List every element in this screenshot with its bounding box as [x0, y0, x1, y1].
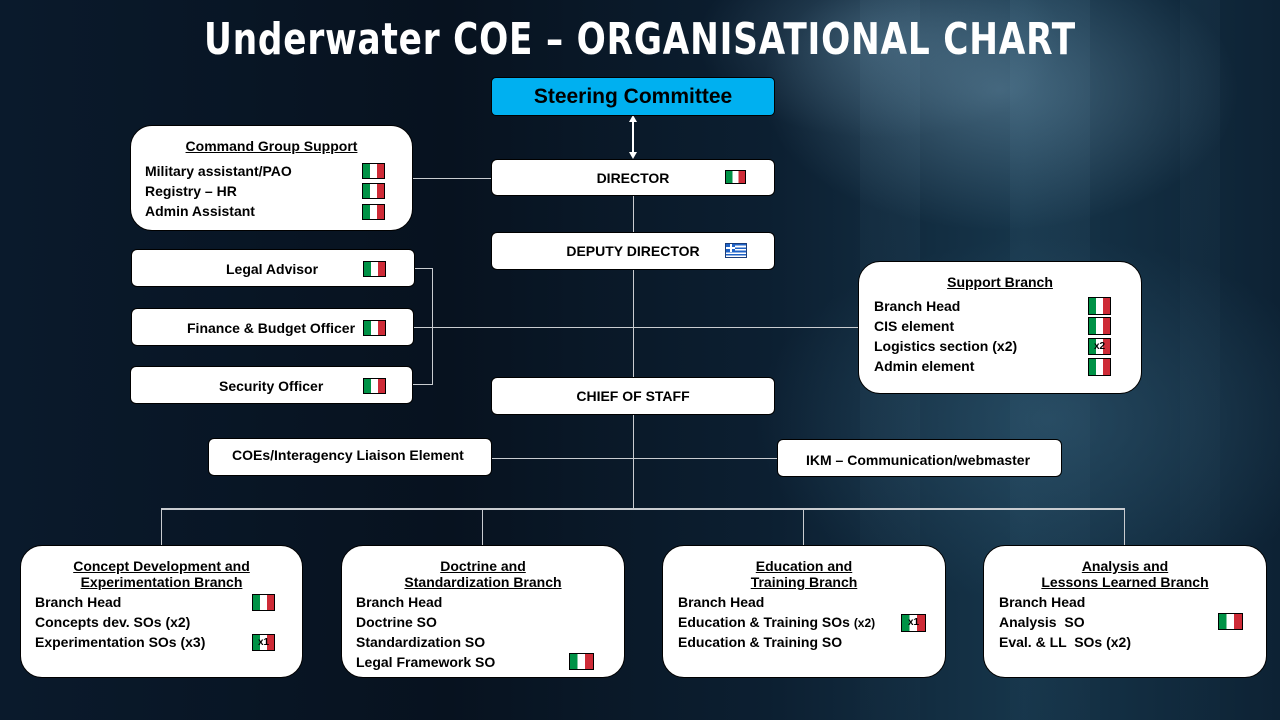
connector-branch-drop — [482, 508, 483, 546]
command-group-support-box[interactable]: Command Group Support Military assistant… — [130, 125, 413, 231]
italy-flag-icon — [362, 163, 385, 179]
deputy-director-box[interactable]: DEPUTY DIRECTOR — [491, 232, 775, 270]
education-training-branch-box[interactable]: Education and Training Branch Branch Hea… — [662, 545, 946, 678]
branch-heading-line2: Lessons Learned Branch — [1041, 574, 1209, 590]
italy-flag-icon — [363, 378, 386, 394]
italy-flag-icon — [569, 653, 594, 670]
connector-branch-drop — [1124, 508, 1125, 546]
connector-cgs-director — [412, 178, 492, 179]
connector-branch-bus — [161, 508, 1125, 510]
steering-committee-box[interactable]: Steering Committee — [491, 77, 775, 116]
italy-flag-icon: x1 — [901, 614, 926, 632]
ikm-box[interactable]: IKM – Communication/webmaster — [777, 439, 1062, 477]
italy-flag-icon — [252, 594, 275, 611]
italy-flag-icon — [1088, 317, 1111, 335]
italy-flag-icon — [363, 320, 386, 336]
support-branch-item: Branch Head — [874, 298, 961, 314]
support-branch-item: CIS element — [874, 318, 955, 334]
branch-heading-line2: Experimentation Branch — [80, 574, 243, 590]
chief-of-staff-label: CHIEF OF STAFF — [576, 388, 690, 404]
italy-flag-icon — [1088, 297, 1111, 315]
italy-flag-icon — [362, 204, 385, 220]
italy-flag-icon — [725, 170, 746, 184]
security-officer-box[interactable]: Security Officer — [130, 366, 413, 404]
arrow-up-icon — [629, 115, 637, 122]
connector-liaison-ikm — [491, 458, 778, 459]
branch-heading-line1: Education and — [755, 558, 853, 574]
support-branch-heading: Support Branch — [947, 274, 1053, 290]
support-branch-box[interactable]: Support Branch Branch Head CIS element L… — [858, 261, 1142, 394]
connector-advisor-bracket — [432, 268, 433, 385]
branch-item: Legal Framework SO — [356, 654, 496, 670]
branch-heading-line1: Concept Development and — [73, 558, 250, 574]
greece-flag-icon — [725, 243, 747, 258]
branch-item: Concepts dev. SOs (x2) — [35, 614, 191, 630]
arrow-down-icon — [629, 152, 637, 159]
ikm-label: IKM – Communication/webmaster — [806, 452, 1031, 468]
connector-advisor-bracket — [414, 268, 432, 269]
security-officer-label: Security Officer — [219, 378, 324, 394]
cgs-item: Registry – HR — [145, 183, 237, 199]
branch-item: Education & Training SO — [678, 634, 843, 650]
chief-of-staff-box[interactable]: CHIEF OF STAFF — [491, 377, 775, 415]
concept-development-branch-box[interactable]: Concept Development and Experimentation … — [20, 545, 303, 678]
finance-budget-officer-box[interactable]: Finance & Budget Officer — [131, 308, 414, 346]
finance-budget-officer-label: Finance & Budget Officer — [187, 320, 356, 336]
branch-heading-line2: Training Branch — [750, 574, 858, 590]
connector-branch-drop — [803, 508, 804, 546]
doctrine-standardization-branch-box[interactable]: Doctrine and Standardization Branch Bran… — [341, 545, 625, 678]
italy-flag-icon — [362, 183, 385, 199]
italy-flag-icon — [1218, 613, 1243, 630]
branch-item-label: Education & Training SOs — [678, 614, 850, 630]
branch-item: Branch Head — [999, 594, 1086, 610]
support-branch-item: Logistics section (x2) — [874, 338, 1018, 354]
branch-item: Eval. & LL SOs (x2) — [999, 634, 1132, 650]
branch-item: Branch Head — [35, 594, 122, 610]
branch-heading-line1: Analysis and — [1081, 558, 1169, 574]
cgs-item: Admin Assistant — [145, 203, 255, 219]
branch-item: Standardization SO — [356, 634, 486, 650]
branch-item: Experimentation SOs (x3) — [35, 634, 206, 650]
italy-flag-icon — [363, 261, 386, 277]
analysis-lessons-learned-branch-box[interactable]: Analysis and Lessons Learned Branch Bran… — [983, 545, 1267, 678]
connector-branch-drop — [161, 508, 162, 546]
branch-item: Branch Head — [356, 594, 443, 610]
connector-spine — [633, 196, 634, 509]
branch-item: Education & Training SOs (x2) — [678, 612, 875, 633]
legal-advisor-label: Legal Advisor — [226, 261, 319, 277]
connector-advisors-support — [413, 327, 859, 328]
liaison-element-label: COEs/Interagency Liaison Element — [232, 447, 464, 463]
deputy-director-label: DEPUTY DIRECTOR — [566, 243, 700, 259]
command-group-support-heading: Command Group Support — [185, 138, 358, 154]
legal-advisor-box[interactable]: Legal Advisor — [131, 249, 415, 287]
page-title: Underwater COE – ORGANISATIONAL CHART — [204, 14, 1076, 65]
support-branch-item: Admin element — [874, 358, 975, 374]
connector-steering-director — [632, 120, 634, 156]
branch-item: Branch Head — [678, 594, 765, 610]
cgs-item: Military assistant/PAO — [145, 163, 292, 179]
branch-heading-line1: Doctrine and — [440, 558, 526, 574]
branch-item: Doctrine SO — [356, 614, 437, 630]
italy-flag-icon: x1 — [252, 634, 275, 651]
director-box[interactable]: DIRECTOR — [491, 159, 775, 196]
branch-heading-line2: Standardization Branch — [404, 574, 562, 590]
italy-flag-icon — [1088, 358, 1111, 376]
italy-flag-icon: x2 — [1088, 338, 1111, 355]
branch-item-suffix: (x2) — [853, 616, 876, 630]
steering-committee-label: Steering Committee — [533, 84, 733, 108]
director-label: DIRECTOR — [596, 169, 670, 186]
branch-item: Analysis SO — [999, 614, 1085, 630]
liaison-element-box[interactable]: COEs/Interagency Liaison Element — [208, 438, 492, 476]
connector-advisor-bracket — [412, 384, 433, 385]
